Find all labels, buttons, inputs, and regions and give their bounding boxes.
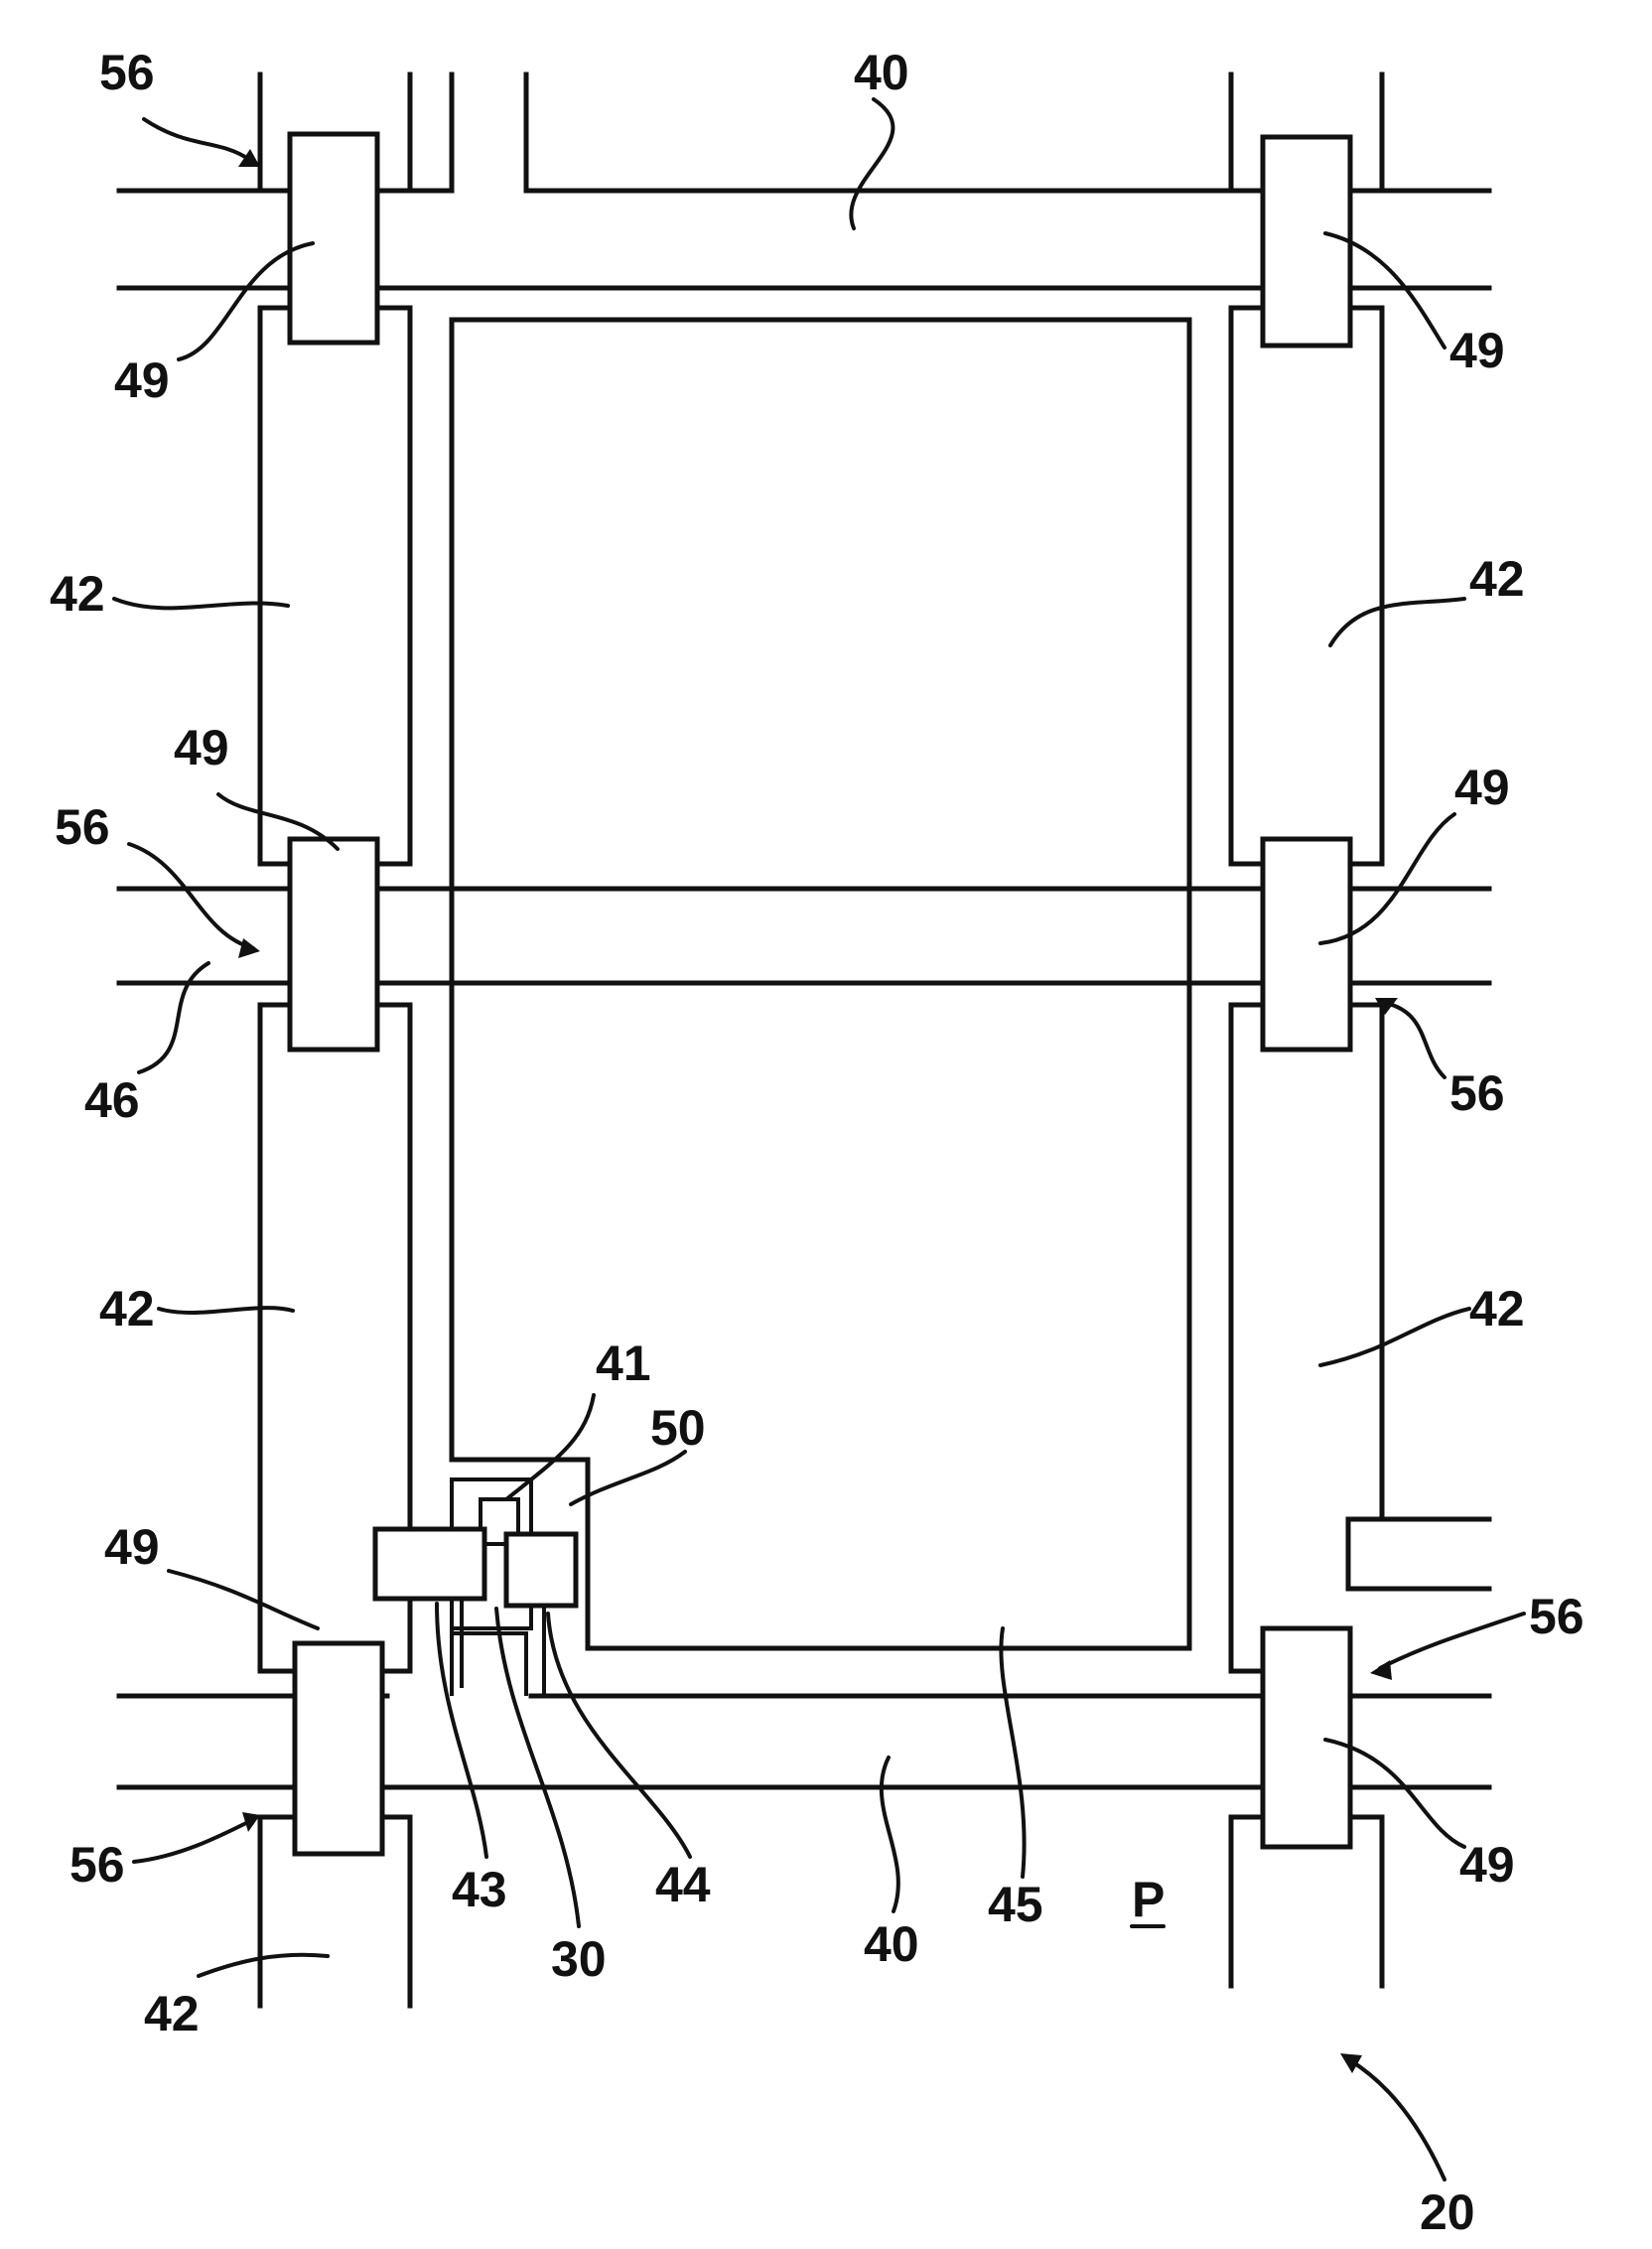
reference-labels: 56 40 49 49 42 42 49 49 56 46 56 42 42 4… [50,45,1584,2240]
label-49: 49 [174,720,229,775]
label-44: 44 [655,1857,711,1912]
label-43: 43 [452,1862,507,1917]
source-electrode [372,1526,487,1602]
data-line-stubs-top [257,71,1385,194]
crossing-pad [292,1640,385,1857]
crossing-pad [1260,134,1353,349]
label-pixel: P [1132,1872,1165,1927]
label-42: 42 [1469,551,1525,607]
channel [479,1497,520,1546]
crossing-pads [287,131,1353,1857]
label-42: 42 [144,1986,200,2041]
label-42: 42 [1469,1281,1525,1336]
label-42: 42 [99,1281,155,1336]
crossing-pad [1260,1625,1353,1850]
label-42: 42 [50,566,105,622]
label-56: 56 [99,45,155,100]
tft-region [372,1477,579,1696]
label-50: 50 [650,1400,706,1456]
label-49: 49 [104,1519,160,1575]
leader-lines [112,97,1526,2181]
pixel-electrode [449,317,1192,1651]
label-56: 56 [69,1837,125,1893]
label-40: 40 [854,45,909,100]
label-30: 30 [551,1931,607,1987]
data-line-right [1228,305,1492,1989]
label-56: 56 [55,799,110,855]
crossing-pad [287,836,380,1053]
crossing-pad [1260,836,1353,1053]
data-line-left [257,305,413,2009]
drain-electrode [503,1531,579,1609]
label-40: 40 [864,1916,919,1972]
label-49: 49 [1454,760,1510,815]
label-56: 56 [1529,1589,1584,1644]
label-56: 56 [1449,1065,1505,1121]
label-49: 49 [114,352,170,408]
label-46: 46 [84,1072,140,1128]
crossing-pad [287,131,380,346]
label-49: 49 [1449,323,1505,378]
label-20: 20 [1420,2184,1475,2240]
label-45: 45 [988,1877,1043,1932]
label-41: 41 [596,1335,651,1391]
label-49: 49 [1459,1837,1515,1893]
